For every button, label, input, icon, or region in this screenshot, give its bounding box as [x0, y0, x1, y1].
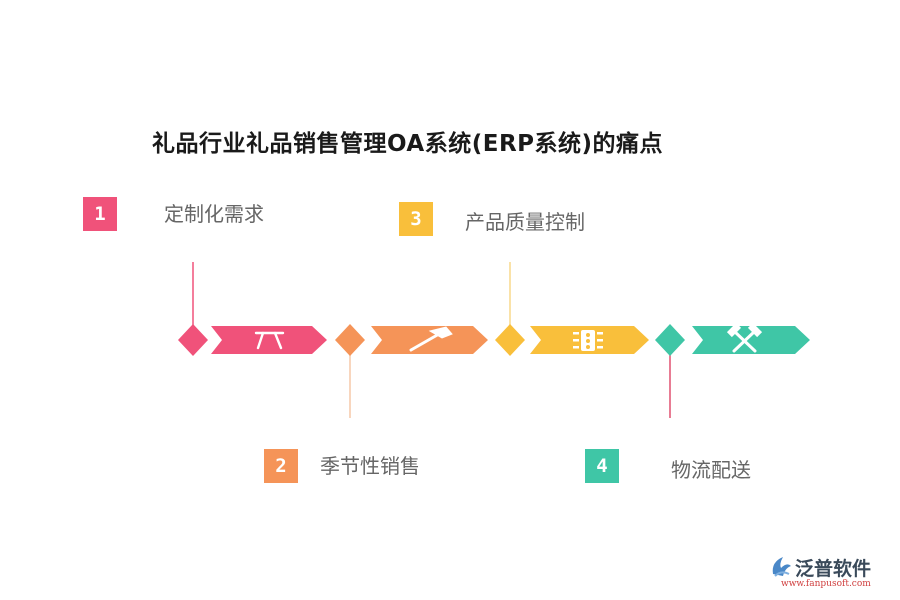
page-title: 礼品行业礼品销售管理OA系统(ERP系统)的痛点	[152, 131, 664, 157]
company-logo: 泛普软件 www.fanpusoft.com	[765, 552, 895, 592]
step-3-label: 产品质量控制	[465, 210, 585, 234]
traffic-light-icon	[573, 330, 603, 351]
step-4-number: 4	[585, 449, 619, 483]
pliers-icon	[254, 331, 285, 350]
step-1-number: 1	[83, 197, 117, 231]
hammer-icon	[409, 326, 453, 352]
step-2-label: 季节性销售	[320, 454, 420, 478]
step-2-number: 2	[264, 449, 298, 483]
step-4-diamond	[655, 324, 685, 356]
step-4-chevron	[692, 326, 810, 354]
crossed-hammers-icon	[726, 322, 763, 353]
step-4-label: 物流配送	[671, 458, 751, 482]
step-1-chevron	[211, 326, 327, 354]
logo-url: www.fanpusoft.com	[781, 579, 871, 589]
step-3-diamond	[495, 324, 525, 356]
logo-mark-icon	[772, 557, 791, 577]
logo-name: 泛普软件	[795, 558, 872, 580]
step-1-diamond	[178, 324, 208, 356]
step-2-diamond	[335, 324, 365, 356]
step-3-number: 3	[399, 202, 433, 236]
step-1-label: 定制化需求	[164, 202, 264, 226]
